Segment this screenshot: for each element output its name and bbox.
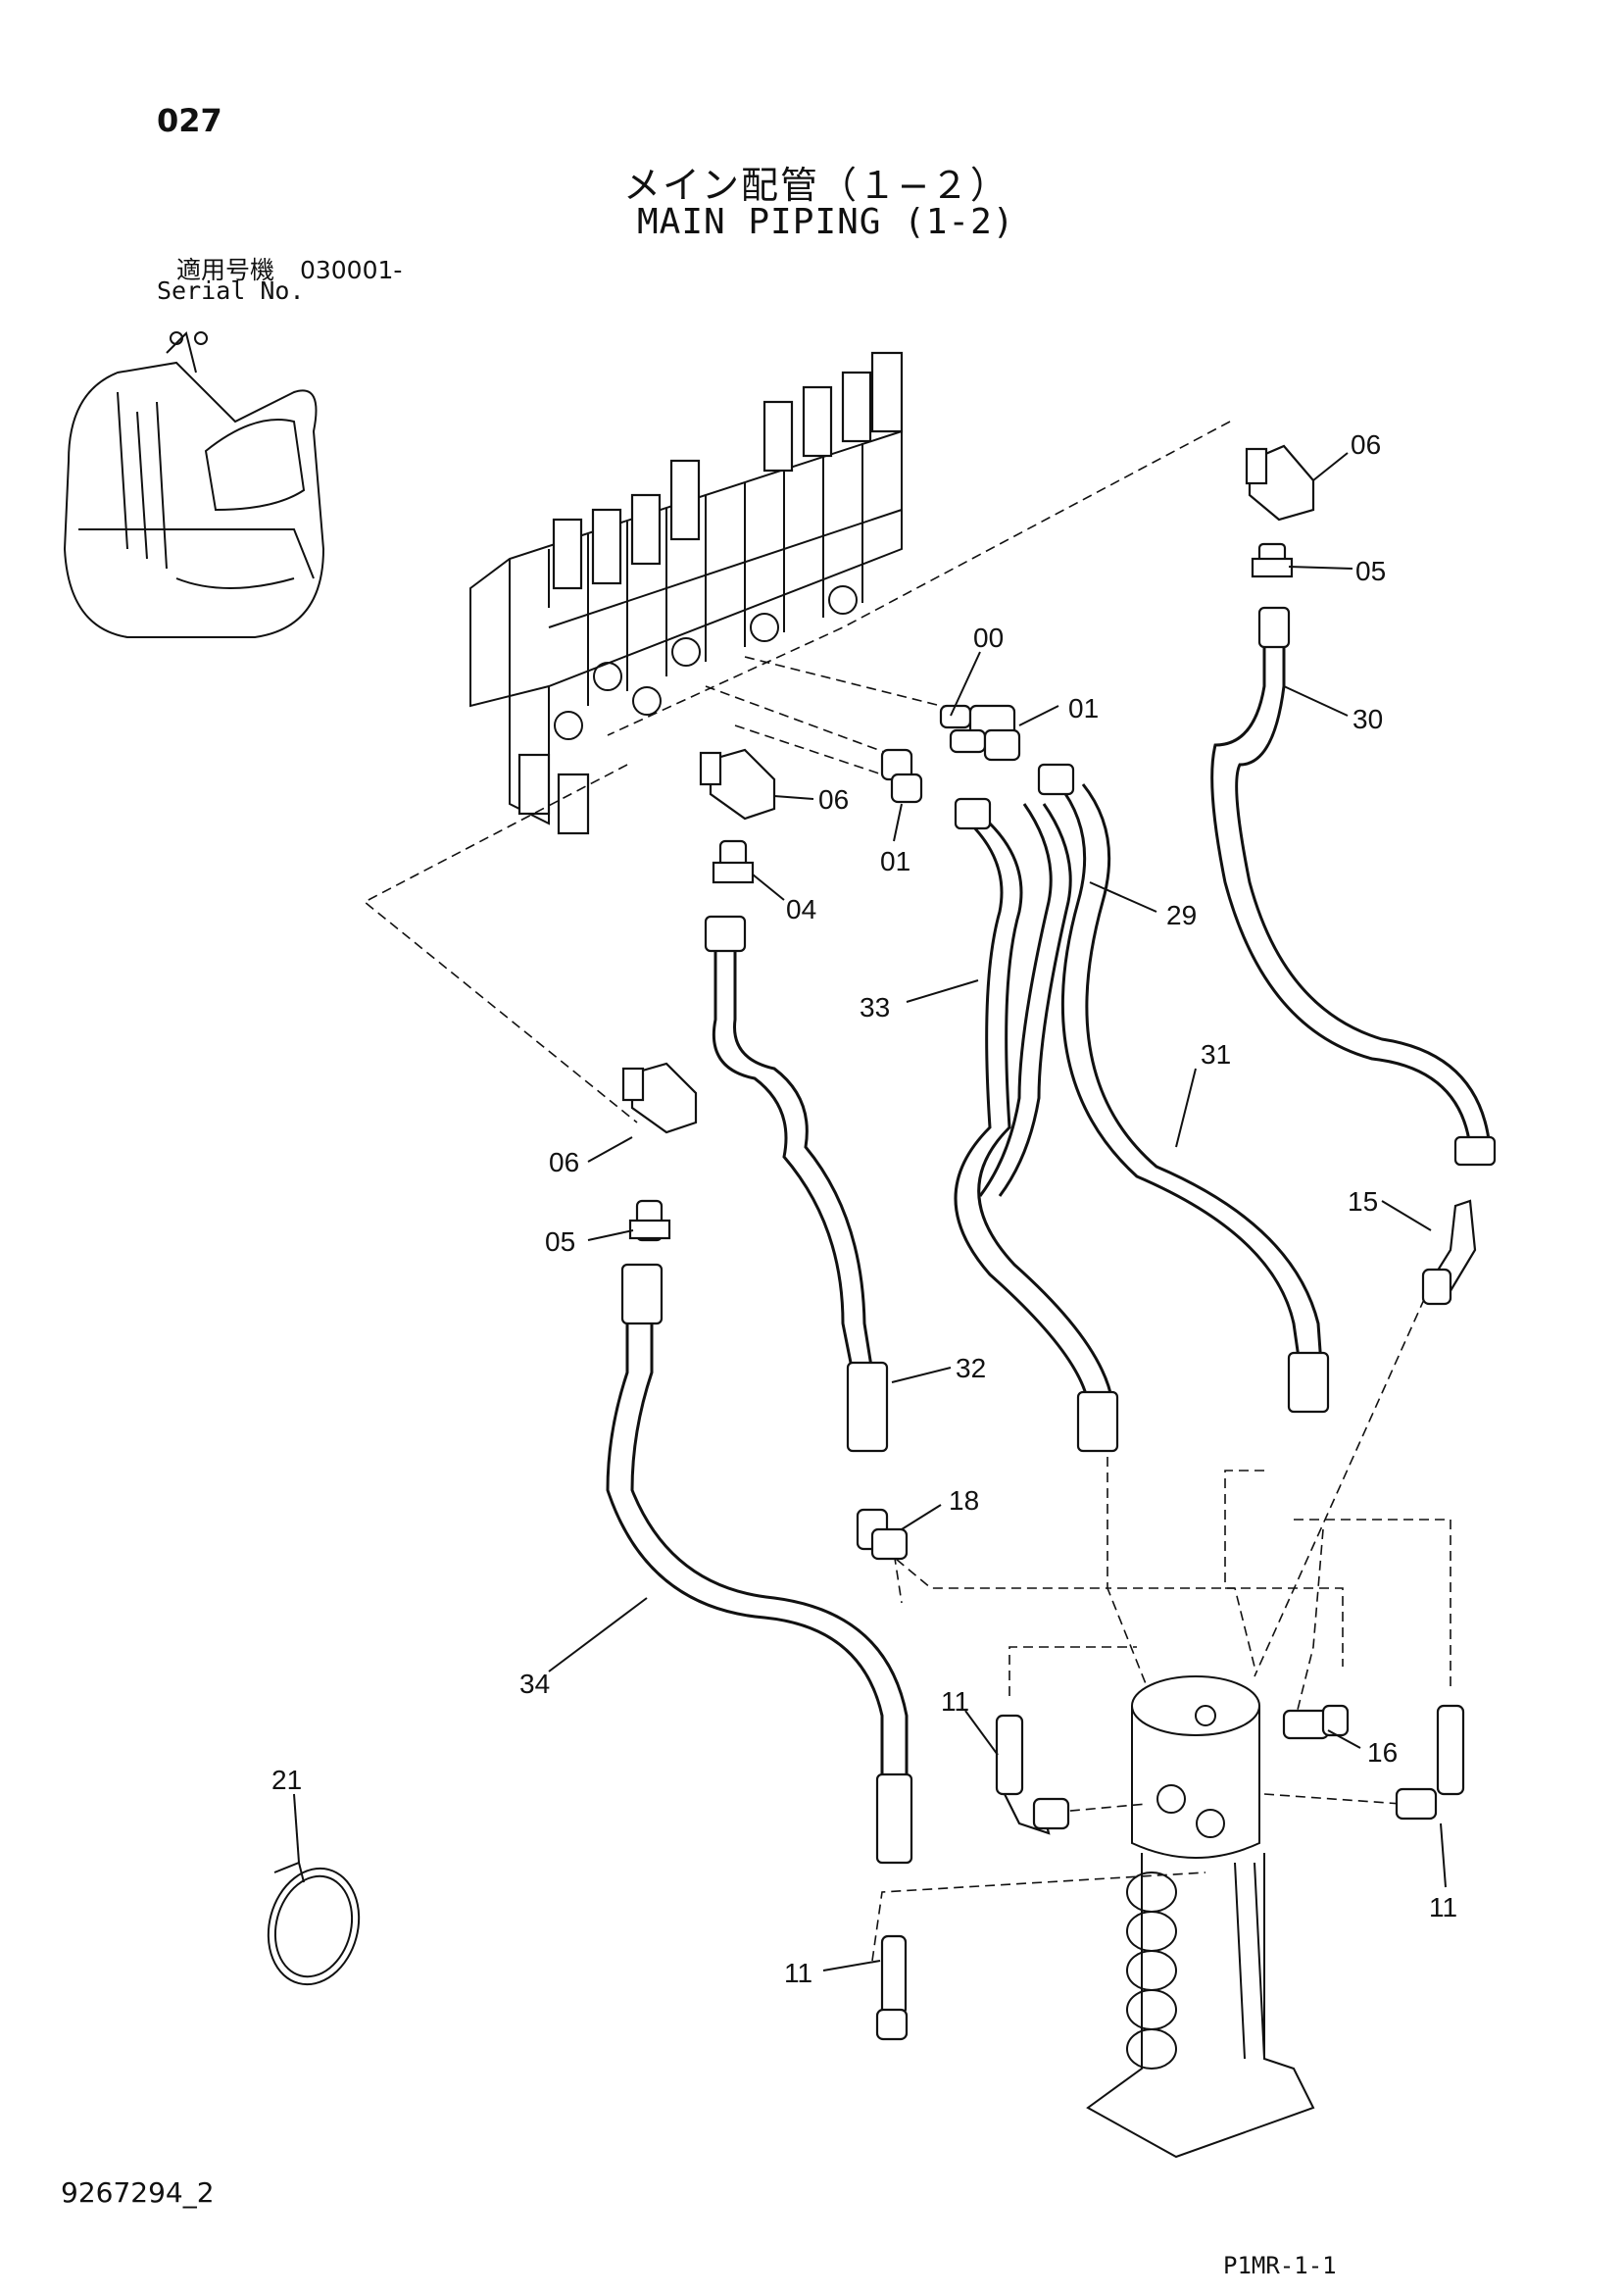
part-label-01: 01 — [880, 846, 910, 876]
applicability-row: 適用号機 030001- — [176, 251, 402, 286]
part-label-05: 05 — [545, 1226, 575, 1257]
part-label-06: 06 — [549, 1147, 579, 1177]
part-label-04: 04 — [786, 894, 816, 924]
part-label-33: 33 — [860, 992, 890, 1023]
part-label-31: 31 — [1201, 1039, 1231, 1070]
serial-from: 030001- — [299, 256, 403, 284]
title-english: MAIN PIPING (1-2) — [637, 202, 1015, 242]
machine-thumbnail — [63, 331, 325, 638]
reference-code: P1MR-1-1 — [1223, 2252, 1337, 2279]
part-label-01: 01 — [1068, 693, 1099, 724]
part-label-06: 06 — [1351, 429, 1381, 460]
part-label-06: 06 — [818, 784, 849, 815]
part-label-30: 30 — [1352, 704, 1383, 734]
part-label-05: 05 — [1355, 556, 1386, 586]
part-label-11: 11 — [941, 1686, 969, 1717]
title-japanese: メイン配管（１−２） — [623, 164, 1009, 207]
swivel-joint — [1086, 1675, 1315, 2159]
part-label-00: 00 — [973, 623, 1004, 653]
part-labels: 06 05 00 01 30 06 01 04 29 33 31 06 05 1… — [271, 429, 1457, 1988]
fittings — [267, 444, 1477, 2041]
part-label-21: 21 — [271, 1765, 302, 1795]
reference-lines — [363, 421, 1451, 1962]
part-label-18: 18 — [949, 1485, 979, 1516]
serial-label: Serial No. — [157, 276, 305, 305]
part-label-29: 29 — [1166, 900, 1197, 930]
control-valve — [469, 351, 904, 835]
page-number: 027 — [157, 102, 222, 139]
part-label-11: 11 — [1429, 1892, 1457, 1922]
document-id: 9267294_2 — [61, 2176, 215, 2209]
part-label-34: 34 — [519, 1669, 550, 1699]
part-label-32: 32 — [956, 1353, 986, 1383]
hoses — [606, 606, 1497, 1865]
part-label-16: 16 — [1367, 1737, 1398, 1768]
part-label-11: 11 — [784, 1958, 812, 1988]
part-label-15: 15 — [1348, 1186, 1378, 1217]
leader-lines — [293, 452, 1447, 1972]
applicability-label: 適用号機 — [176, 256, 275, 284]
